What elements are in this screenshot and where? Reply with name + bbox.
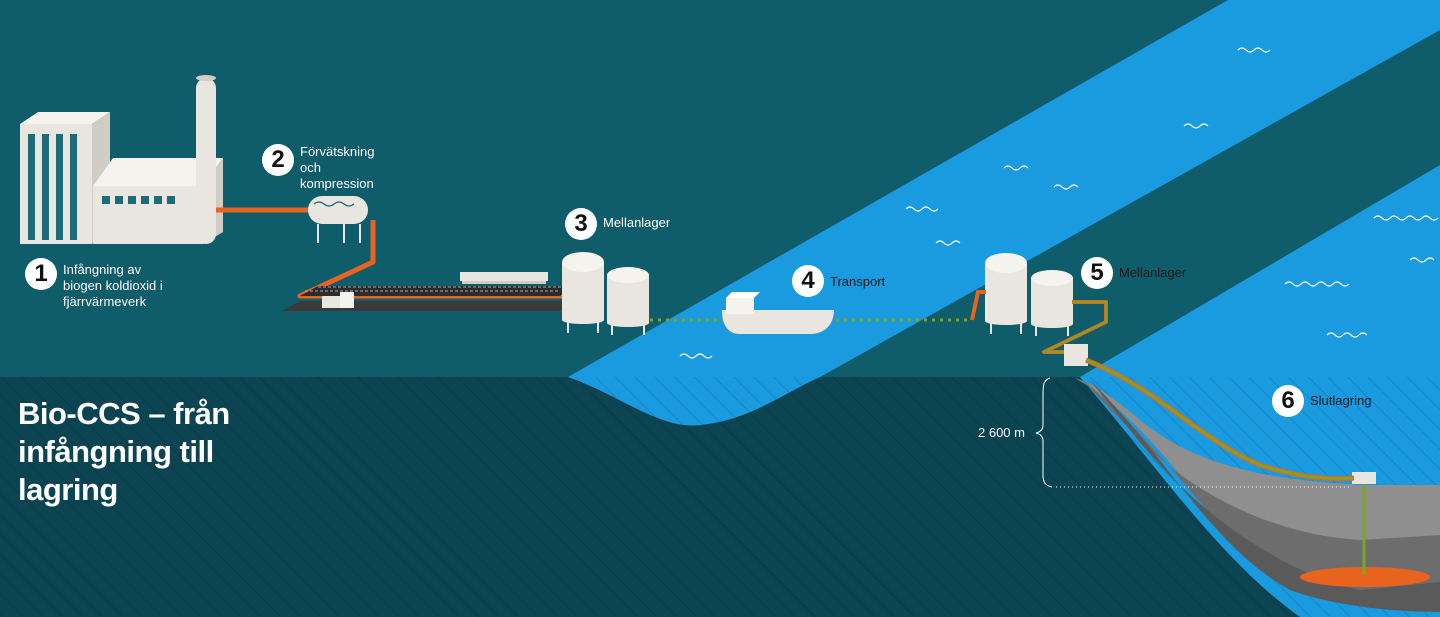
step-number-1: 1 <box>25 258 57 290</box>
step-number-5: 5 <box>1081 257 1113 289</box>
harbour-quay <box>282 272 575 311</box>
depth-label: 2 600 m <box>978 425 1025 440</box>
wellhead-platform <box>1064 344 1088 366</box>
liquefaction-unit <box>308 196 368 243</box>
step-6: 6 Slutlagring <box>1272 385 1371 417</box>
step-number-3: 3 <box>565 208 597 240</box>
sea-band-2 <box>1080 165 1440 377</box>
injection-platform <box>1352 472 1376 484</box>
diagram-title: Bio-CCS – från infångning till lagring <box>18 396 230 507</box>
rock-layer-3 <box>1090 380 1440 612</box>
step-3: 3 Mellanlager <box>565 208 670 240</box>
step-4: 4 Transport <box>792 265 885 297</box>
sea-band-1 <box>568 0 1440 377</box>
step-label-1: Infångning av biogen koldioxid i fjärrvä… <box>63 262 163 309</box>
storage-silos-left <box>562 252 649 335</box>
rock-layer-2 <box>1080 378 1440 610</box>
step-2: 2 Förvätskning och kompression <box>262 144 390 192</box>
step-label-4: Transport <box>830 274 886 289</box>
storage-silos-right <box>985 253 1073 336</box>
step-number-4: 4 <box>792 265 824 297</box>
step-number-6: 6 <box>1272 385 1304 417</box>
storage-reservoir <box>1300 567 1430 587</box>
power-plant <box>20 75 223 244</box>
ship <box>722 292 834 334</box>
step-label-5: Mellanlager <box>1119 265 1187 280</box>
step-label-3: Mellanlager <box>603 215 671 230</box>
waves <box>679 47 1439 359</box>
step-number-2: 2 <box>262 144 294 176</box>
step-5: 5 Mellanlager <box>1081 257 1186 289</box>
step-label-6: Slutlagring <box>1310 393 1372 408</box>
depth-marker <box>1035 377 1352 488</box>
step-1: 1 Infångning av biogen koldioxid i fjärr… <box>25 258 173 310</box>
step-label-2: Förvätskning och kompression <box>300 144 375 191</box>
